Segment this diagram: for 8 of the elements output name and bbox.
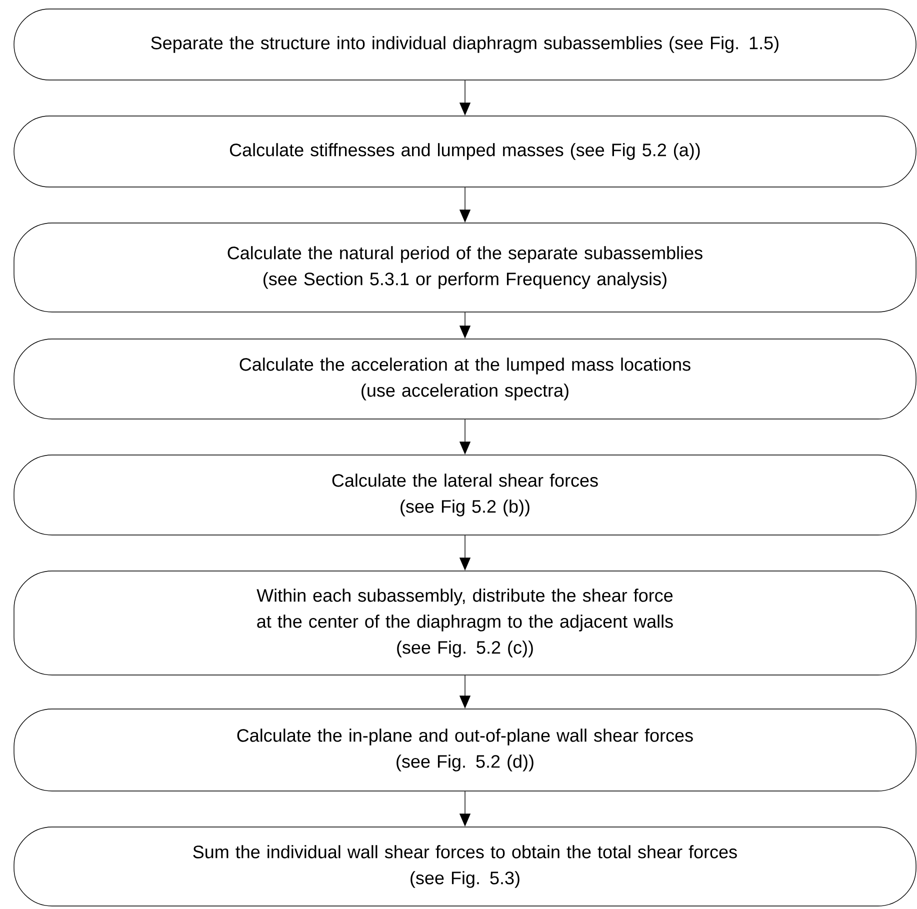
- process-box: Within each subassembly, distribute the shear force at the center of the diaphragm to the adjacent walls (see Fig. 5.2 (c)): [14, 570, 916, 676]
- process-box: Calculate the in-plane and out-of-plane wall shear forces (see Fig. 5.2 (d)): [14, 708, 916, 792]
- process-box: Separate the structure into individual diaphragm subassemblies (see Fig. 1.5): [14, 8, 916, 80]
- process-box: Calculate stiffnesses and lumped masses (see Fig 5.2 (a)): [14, 116, 916, 188]
- process-box: Calculate the acceleration at the lumped mass locations (use acceleration spectra): [14, 338, 916, 420]
- process-box: Calculate the natural period of the separate subassemblies (see Section 5.3.1 or perform Frequency analysis): [14, 222, 916, 312]
- process-box: Calculate the lateral shear forces (see Fig 5.2 (b)): [14, 454, 916, 536]
- process-box: Sum the individual wall shear forces to obtain the total shear forces (see Fig. 5.3): [14, 826, 916, 906]
